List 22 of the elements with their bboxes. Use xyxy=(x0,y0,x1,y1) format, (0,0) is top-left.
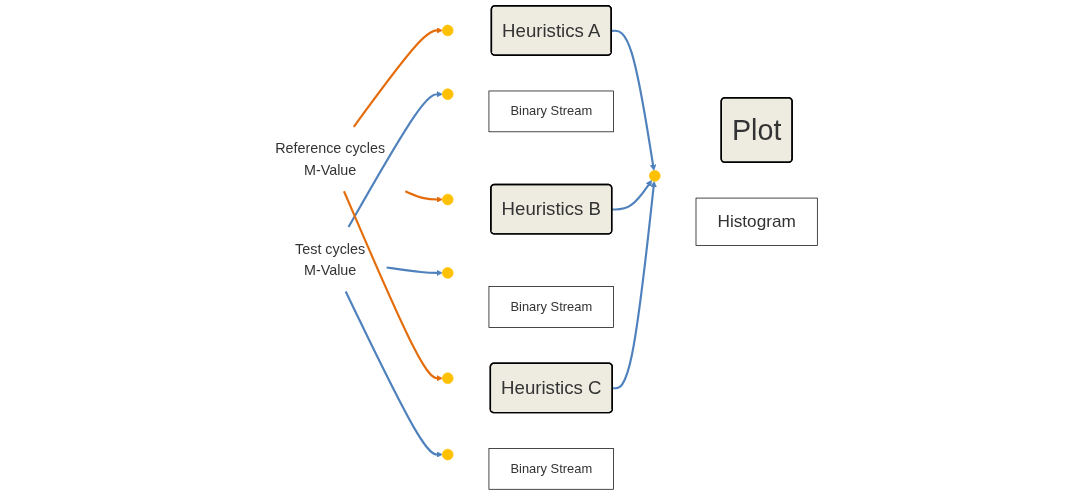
arrow xyxy=(347,91,443,228)
node-circle xyxy=(442,24,454,37)
arrow xyxy=(343,190,443,382)
arrow xyxy=(386,266,443,277)
node-circle xyxy=(442,448,454,461)
node-text: Test cycles M-Value xyxy=(295,240,366,278)
node-circle xyxy=(442,193,454,206)
arrow xyxy=(404,190,443,203)
node-circle xyxy=(442,267,454,279)
node-box: Binary Stream xyxy=(488,448,614,490)
node-box: Histogram xyxy=(695,197,818,246)
node-circle xyxy=(442,372,454,384)
node-box: Binary Stream xyxy=(488,286,614,328)
arrow xyxy=(611,29,657,171)
arrow xyxy=(612,180,657,390)
arrow xyxy=(612,180,652,211)
node-text: Reference cycles M-Value xyxy=(275,140,386,178)
node-circle xyxy=(442,88,454,100)
arrow xyxy=(344,291,443,458)
node-circle xyxy=(649,170,661,182)
node-box: Binary Stream xyxy=(488,90,614,133)
arrow xyxy=(352,27,443,128)
